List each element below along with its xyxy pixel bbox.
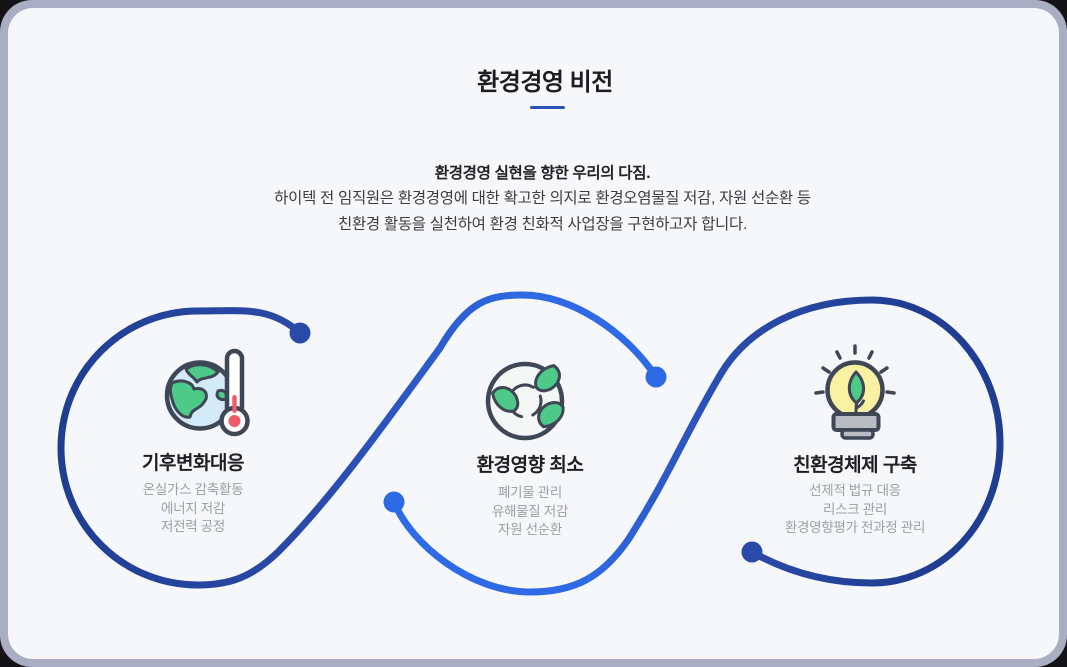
item-title-eco-system: 친환경체제 구축 [793, 455, 917, 476]
intro-paragraph: 환경경영 실현을 향한 우리의 다짐. 하이텍 전 임직원은 환경경영에 대한 … [0, 161, 1067, 237]
item-detail: 환경영향평가 전과정 관리 [784, 520, 926, 535]
earth-thermometer-icon [164, 348, 250, 437]
bulb-rays [814, 344, 896, 395]
flow-node-dot-4 [741, 541, 763, 563]
recycle-leaves-icon [485, 361, 569, 441]
item-detail: 온실가스 감축활동 [142, 482, 244, 497]
item-title-impact: 환경영향 최소 [476, 455, 584, 476]
intro-headline: 환경경영 실현을 향한 우리의 다짐. [434, 165, 651, 182]
content-card [8, 8, 1059, 659]
thermometer-mercury-bulb [228, 415, 241, 427]
eco-bulb-icon [814, 344, 896, 440]
item-detail: 유해물질 저감 [491, 503, 569, 519]
globe-land-top [184, 363, 220, 384]
item-detail: 저전력 공정 [160, 519, 226, 534]
flow-node-dot-3 [383, 491, 405, 513]
globe-land-left [169, 379, 208, 419]
flow-node-dot-1 [289, 322, 311, 344]
item-detail: 선제적 법규 대응 [809, 483, 901, 498]
bulb-base [831, 412, 881, 432]
flow-node-dot-2 [645, 366, 667, 388]
item-details-climate: 온실가스 감축활동 에너지 저감 저전력 공정 [63, 481, 323, 537]
intro-line-2: 하이텍 전 임직원은 환경경영에 대한 확고한 의지로 환경오염물질 저감, 자… [274, 190, 811, 208]
item-detail: 리스크 관리 [822, 501, 888, 517]
flow-segment-1 [57, 291, 660, 589]
bulb-base-cap [840, 428, 875, 440]
item-details-eco-system: 선제적 법규 대응 리스크 관리 환경영향평가 전과정 관리 [713, 482, 997, 538]
flow-segment-2 [390, 296, 1004, 596]
item-title-climate: 기후변화대응 [142, 453, 244, 474]
intro-line-3: 친환경 활동을 실천하여 환경 친화적 사업장을 구현하고자 합니다. [338, 215, 747, 233]
page-title: 환경경영 비전 [477, 69, 613, 96]
item-detail: 자원 선순환 [497, 522, 563, 537]
title-underline [530, 106, 565, 109]
item-details-impact: 폐기물 관리 유해물질 저감 자원 선순환 [400, 484, 660, 540]
bulb-leaf [847, 370, 866, 405]
item-detail: 폐기물 관리 [497, 485, 563, 500]
thermometer-mercury [232, 395, 237, 413]
item-detail: 에너지 저감 [160, 500, 226, 516]
